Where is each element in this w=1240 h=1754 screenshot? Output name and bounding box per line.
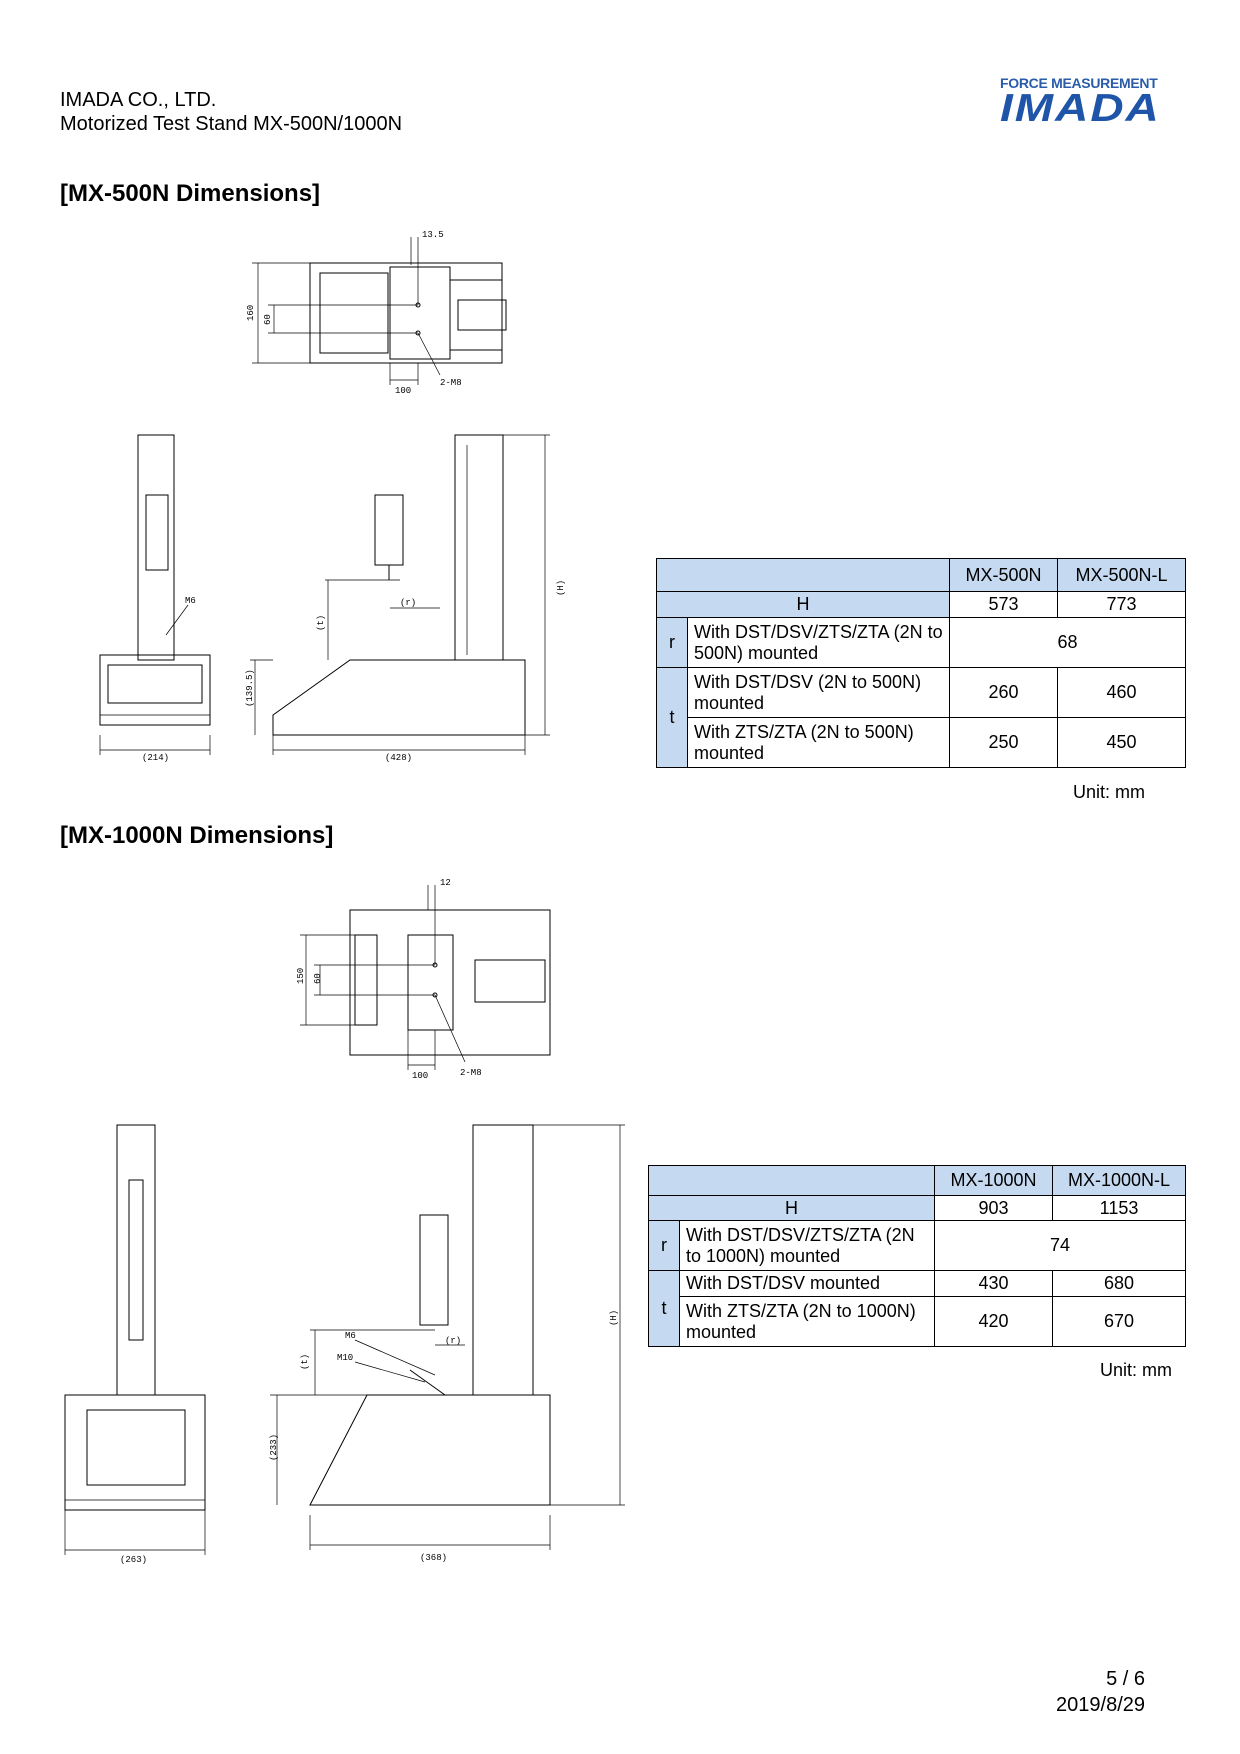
mx500-side-views-drawing: M6 (214) (t) (r) (H) (139.5) (428) bbox=[99, 434, 566, 763]
table-corner-cell bbox=[656, 558, 950, 592]
table-cell: 430 bbox=[934, 1270, 1053, 1297]
dim-m10: M10 bbox=[337, 1353, 353, 1363]
table-cell: 450 bbox=[1057, 717, 1186, 768]
table-cell: 573 bbox=[949, 591, 1058, 618]
dim-263: (263) bbox=[120, 1555, 147, 1565]
unit-note: Unit: mm bbox=[1100, 1360, 1172, 1380]
mx1000-side-views-drawing: (263) M6 M10 (t) (r) (H) (233) (368) bbox=[64, 1124, 625, 1565]
row-label-r: r bbox=[656, 617, 688, 668]
row-label-h: H bbox=[656, 591, 950, 618]
logo-tagline: FORCE MEASUREMENT bbox=[1000, 75, 1158, 91]
row-desc: With DST/DSV (2N to 500N) mounted bbox=[687, 667, 950, 718]
dim-368: (368) bbox=[420, 1553, 447, 1563]
table-cell: 670 bbox=[1052, 1296, 1186, 1347]
col-header: MX-1000N-L bbox=[1052, 1165, 1186, 1196]
dim-m6: M6 bbox=[345, 1331, 356, 1341]
unit-note: Unit: mm bbox=[1073, 782, 1145, 802]
dim-h: (H) bbox=[609, 1310, 619, 1326]
mx500-spec-table: MX-500N MX-500N-L H 573 773 r With DST/D… bbox=[656, 558, 1186, 768]
mx500-section-title: [MX-500N Dimensions] bbox=[60, 180, 321, 207]
row-label-t: t bbox=[648, 1270, 680, 1347]
dim-t: (t) bbox=[300, 1354, 310, 1370]
dim-60: 60 bbox=[313, 973, 323, 984]
row-label-r: r bbox=[648, 1220, 680, 1271]
dim-r: (r) bbox=[445, 1336, 461, 1346]
table-cell: 250 bbox=[949, 717, 1058, 768]
table-cell: 460 bbox=[1057, 667, 1186, 718]
table-cell: 680 bbox=[1052, 1270, 1186, 1297]
dim-233: (233) bbox=[269, 1434, 279, 1461]
company-name: IMADA CO., LTD. bbox=[60, 89, 217, 111]
mx1000-section-title: [MX-1000N Dimensions] bbox=[60, 822, 334, 849]
dim-t: (t) bbox=[316, 615, 326, 631]
dim-100: 100 bbox=[395, 386, 411, 396]
dim-2-m8: 2-M8 bbox=[440, 378, 462, 388]
table-cell: 773 bbox=[1057, 591, 1186, 618]
dim-h: (H) bbox=[556, 580, 566, 596]
dim-13-5: 13.5 bbox=[422, 230, 444, 240]
imada-logo: IMADA bbox=[1000, 85, 1161, 130]
table-cell: 1153 bbox=[1052, 1195, 1186, 1221]
document-subtitle: Motorized Test Stand MX-500N/1000N bbox=[60, 113, 403, 135]
dim-2-m8: 2-M8 bbox=[460, 1068, 482, 1078]
dim-150: 150 bbox=[296, 968, 306, 984]
col-header: MX-1000N bbox=[934, 1165, 1053, 1196]
row-desc: With ZTS/ZTA (2N to 500N) mounted bbox=[687, 717, 950, 768]
dim-428: (428) bbox=[385, 753, 412, 763]
col-header: MX-500N-L bbox=[1057, 558, 1186, 592]
row-label-h: H bbox=[648, 1195, 935, 1221]
row-desc: With ZTS/ZTA (2N to 1000N) mounted bbox=[679, 1296, 935, 1347]
row-desc: With DST/DSV/ZTS/ZTA (2N to 1000N) mount… bbox=[679, 1220, 935, 1271]
mx500-top-view-drawing: 13.5 160 60 100 2-M8 bbox=[246, 230, 507, 396]
table-cell: 420 bbox=[934, 1296, 1053, 1347]
row-label-t: t bbox=[656, 667, 688, 768]
dim-m6: M6 bbox=[185, 596, 196, 606]
row-desc: With DST/DSV mounted bbox=[679, 1270, 935, 1297]
dim-160: 160 bbox=[246, 305, 256, 321]
table-corner-cell bbox=[648, 1165, 935, 1196]
table-cell: 74 bbox=[934, 1220, 1186, 1271]
dim-139-5: (139.5) bbox=[245, 669, 255, 707]
mx1000-spec-table: MX-1000N MX-1000N-L H 903 1153 r With DS… bbox=[648, 1165, 1186, 1347]
mx1000-top-view-drawing: 12 150 60 100 2-M8 bbox=[296, 878, 551, 1081]
col-header: MX-500N bbox=[949, 558, 1058, 592]
dim-12: 12 bbox=[440, 878, 451, 888]
table-cell: 260 bbox=[949, 667, 1058, 718]
table-cell: 903 bbox=[934, 1195, 1053, 1221]
table-cell: 68 bbox=[949, 617, 1186, 668]
document-date: 2019/8/29 bbox=[1056, 1694, 1145, 1716]
dim-214: (214) bbox=[142, 753, 169, 763]
dim-60: 60 bbox=[263, 314, 273, 325]
row-desc: With DST/DSV/ZTS/ZTA (2N to 500N) mounte… bbox=[687, 617, 950, 668]
dim-100: 100 bbox=[412, 1071, 428, 1081]
dim-r: (r) bbox=[400, 598, 416, 608]
page-number: 5 / 6 bbox=[1106, 1668, 1145, 1690]
